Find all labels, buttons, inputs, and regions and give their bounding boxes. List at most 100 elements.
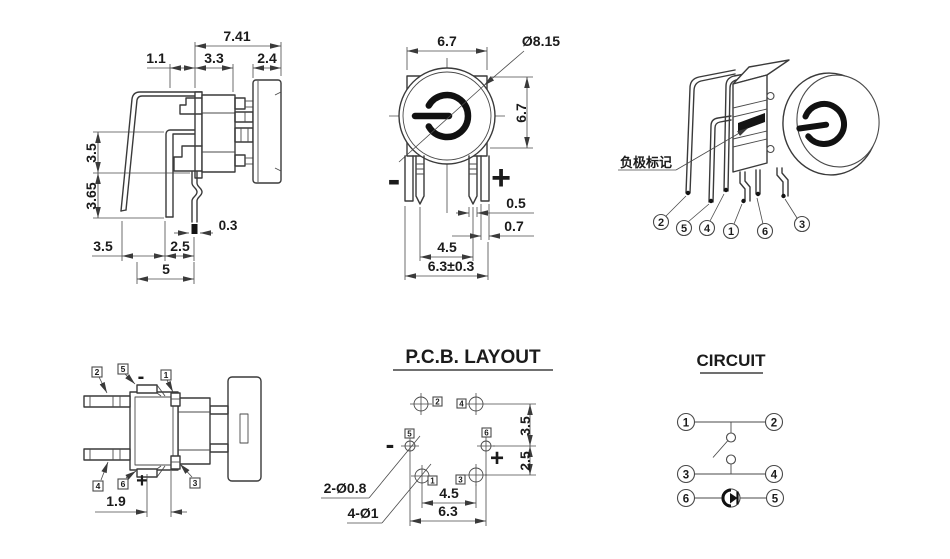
pin-number: 4 [459, 400, 464, 409]
pin1-bent [744, 171, 751, 202]
pin2-arm [83, 395, 131, 408]
cap-notches [274, 91, 282, 172]
dim-upper-height: 3.5 [83, 143, 99, 163]
cap-inner-circle [402, 71, 492, 161]
pin-number: 3 [193, 478, 198, 488]
power-icon-arc [425, 91, 472, 141]
pin-number: 2 [658, 217, 664, 229]
terminal-number: 4 [771, 470, 778, 482]
side-view: 7.41 1.1 3.3 2.4 3.5 3.65 0.3 3.5 2.5 5 [83, 28, 282, 284]
dim-switch-hole-pitch: 6.3 [438, 503, 458, 519]
wavy-pin-right [196, 171, 203, 223]
terminal-number: 3 [683, 470, 689, 482]
led-crescent [721, 488, 732, 508]
wavy-pin-left [191, 171, 198, 223]
leader-line [179, 463, 193, 478]
led-pin-crimps [469, 163, 477, 175]
led-pin-crimps [416, 163, 424, 175]
mounting-plate [194, 91, 203, 179]
terminal [764, 412, 784, 432]
terminal-number: 2 [771, 418, 777, 430]
body-boss [766, 144, 775, 154]
hole-crosshair [477, 437, 495, 455]
body-frame [177, 397, 211, 465]
dim-top-width: 6.7 [437, 33, 457, 49]
hole-crosshair [401, 437, 419, 455]
polarity-plus: + [490, 445, 504, 472]
wire-tip [723, 187, 729, 193]
stem-tab-top [234, 97, 246, 110]
pin-number: 1 [728, 226, 734, 238]
wire-tip [685, 190, 691, 196]
led-pin-right [468, 155, 478, 205]
bent-pin-inner [125, 95, 203, 211]
leader-line [675, 127, 749, 171]
switch-pin-left [404, 155, 414, 202]
terminal-number: 6 [683, 494, 689, 506]
pin-balloon [756, 222, 774, 240]
upper-flange [179, 97, 203, 115]
switch-contact-top [725, 432, 737, 443]
wire-pin4-outer [723, 69, 767, 192]
wire-tip [741, 198, 746, 204]
dim-pin-span-total: 5 [162, 261, 170, 277]
polarity-plus: + [491, 159, 511, 197]
dim-body-width: 3.3 [204, 50, 224, 66]
power-icon [411, 91, 472, 141]
dim-led-pin-pitch: 4.5 [437, 239, 457, 255]
pin-number: 2 [435, 398, 440, 407]
led-triangle [730, 493, 738, 504]
hole-crosshair [465, 393, 487, 415]
pin-tag [432, 396, 443, 407]
pin-tag [481, 427, 492, 438]
dim-side-height: 6.7 [513, 103, 529, 123]
cap-slot [239, 413, 249, 444]
bottom-view: 2 5 - 1 4 6 + 3 1.9 [83, 363, 262, 517]
dim-pin-span-a: 3.5 [93, 238, 113, 254]
pin-balloon [793, 215, 811, 233]
pin-number: 1 [164, 370, 169, 380]
body-base-inner [134, 396, 174, 466]
dim-pin-span-b: 2.5 [170, 238, 190, 254]
leader-line [124, 373, 136, 385]
dim-pin-offset: 1.9 [106, 493, 126, 509]
leader-line [756, 197, 764, 225]
wire-tip [781, 193, 786, 199]
terminal [676, 488, 696, 508]
pin-number: 5 [121, 364, 126, 374]
negative-mark [738, 113, 765, 132]
polarity-minus: - [388, 159, 401, 201]
pin3-bent [781, 167, 789, 197]
terminal [676, 464, 696, 484]
pcb-layout: P.C.B. LAYOUT 2 4 5 [321, 347, 553, 526]
pin-number: 1 [430, 477, 435, 486]
pin-tag [92, 480, 104, 492]
pin-number: 2 [95, 367, 100, 377]
wire-tip [755, 191, 761, 197]
leader-line [98, 376, 108, 394]
diameter-leader [483, 50, 525, 86]
pin-number: 5 [407, 430, 412, 439]
hole-crosshair [465, 464, 487, 486]
iso-view: 负极标记 2 5 4 1 6 3 [618, 59, 880, 240]
leader-line [100, 461, 109, 481]
wavy-pin-tip [191, 224, 198, 234]
pcb-layout-title: P.C.B. LAYOUT [405, 347, 541, 368]
leader-line [368, 435, 421, 499]
negative-mark-label: 负极标记 [620, 155, 672, 170]
hole-small-left [401, 437, 419, 455]
pin5-lug-bend [156, 384, 166, 397]
polarity-plus: + [136, 470, 148, 492]
pin-tag [117, 478, 129, 490]
leader-line [381, 463, 432, 524]
dim-lower-height: 3.65 [83, 182, 99, 209]
terminal [676, 412, 696, 432]
wire-tip [708, 198, 714, 204]
stem-bar [209, 405, 229, 415]
switch-lever [712, 440, 728, 458]
leader-line [709, 193, 725, 222]
pin-number: 5 [681, 223, 687, 235]
dim-pin-tip-width: 0.3 [219, 218, 238, 233]
pin-number: 4 [704, 223, 711, 235]
pin-arm-lines [89, 396, 121, 407]
